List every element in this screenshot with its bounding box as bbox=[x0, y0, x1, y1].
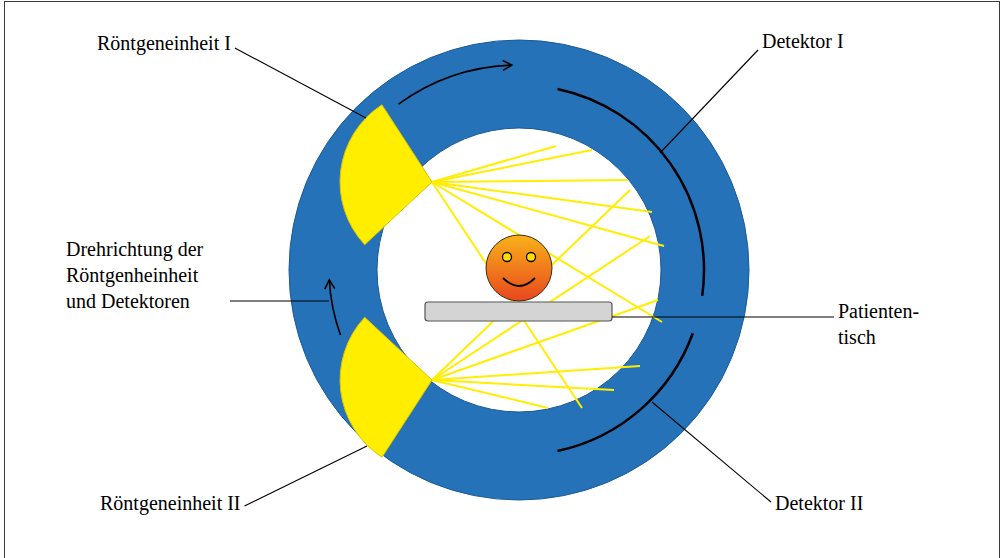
rotation-arrow bbox=[399, 65, 512, 104]
detector-arc bbox=[558, 333, 693, 451]
part-label: Detektor I bbox=[762, 28, 844, 54]
leader-line bbox=[660, 50, 758, 153]
part-label: Röntgeneinheit I bbox=[97, 30, 231, 56]
x-ray-unit bbox=[340, 317, 432, 457]
x-ray-unit bbox=[340, 105, 432, 245]
patient-table bbox=[425, 302, 612, 321]
leader-line bbox=[612, 316, 834, 317]
leader-lines bbox=[230, 48, 834, 506]
part-label: Drehrichtung der Röntgenheinheit und Det… bbox=[66, 236, 226, 314]
leader-line bbox=[235, 48, 366, 118]
part-label: Röntgeneinheit II bbox=[100, 490, 241, 516]
rotation-arrow bbox=[329, 280, 340, 335]
leader-line bbox=[230, 300, 329, 301]
patient-face bbox=[486, 235, 552, 301]
leader-line bbox=[245, 446, 367, 506]
leader-line bbox=[652, 402, 771, 502]
x-ray-beams bbox=[432, 146, 664, 408]
detector-arc bbox=[558, 89, 705, 296]
frame bbox=[5, 2, 1000, 558]
part-label: Detektor II bbox=[775, 490, 863, 516]
part-label: Patienten- tisch bbox=[838, 298, 928, 350]
gantry-ring bbox=[289, 40, 749, 500]
